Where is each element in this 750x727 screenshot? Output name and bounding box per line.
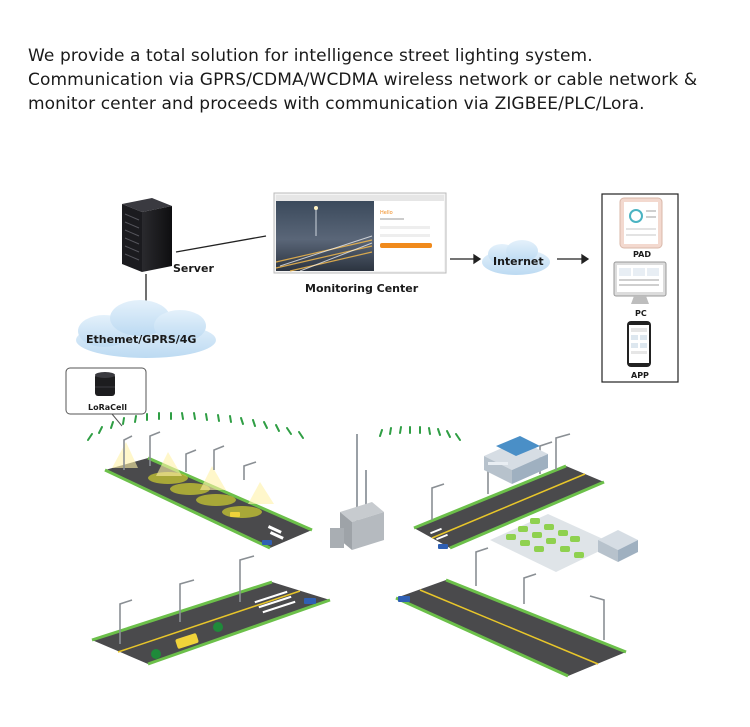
tree-icon	[151, 622, 223, 659]
building-icon	[598, 530, 638, 562]
signal-waves-right	[379, 426, 461, 441]
loracell-device-icon	[65, 367, 147, 415]
street-top-left	[104, 431, 313, 550]
monitoring-center-label: Monitoring Center	[305, 282, 419, 295]
building-icon	[484, 436, 548, 484]
street-bottom-left	[91, 555, 331, 666]
server-label: Server	[173, 262, 214, 275]
gateway-tower-icon	[330, 434, 384, 550]
loracell-pointer	[111, 413, 123, 427]
streetlight-icon	[119, 555, 255, 644]
tablet-icon	[619, 197, 663, 249]
pc-label: PC	[635, 309, 647, 318]
server-rack-icon	[122, 198, 172, 272]
street-top-right	[413, 433, 605, 550]
streetlight-icon	[123, 431, 257, 480]
streetlight-icon	[475, 547, 605, 640]
internet-label: Internet	[493, 255, 544, 268]
signal-waves-left	[87, 412, 304, 441]
server-monitor-link	[175, 235, 267, 253]
monitoring-screen: Hello	[273, 192, 447, 274]
app-label: APP	[631, 371, 649, 380]
parking-lot	[490, 514, 614, 572]
desktop-pc-icon	[613, 261, 667, 304]
monitor-internet-arrow	[450, 253, 482, 265]
smartphone-icon	[627, 321, 651, 367]
loracell-label: LoRaCell	[88, 403, 127, 412]
street-bottom-right	[395, 547, 627, 678]
intro-paragraph: We provide a total solution for intellig…	[28, 46, 698, 114]
bus-icon	[175, 633, 199, 649]
cloud-icon	[482, 240, 550, 275]
network-cloud-label: Ethemet/GPRS/4G	[86, 333, 196, 346]
internet-devices-arrow	[557, 253, 590, 265]
monitor-greeting: Hello	[380, 210, 393, 216]
pad-label: PAD	[633, 250, 651, 259]
cloud-icon	[76, 300, 216, 358]
